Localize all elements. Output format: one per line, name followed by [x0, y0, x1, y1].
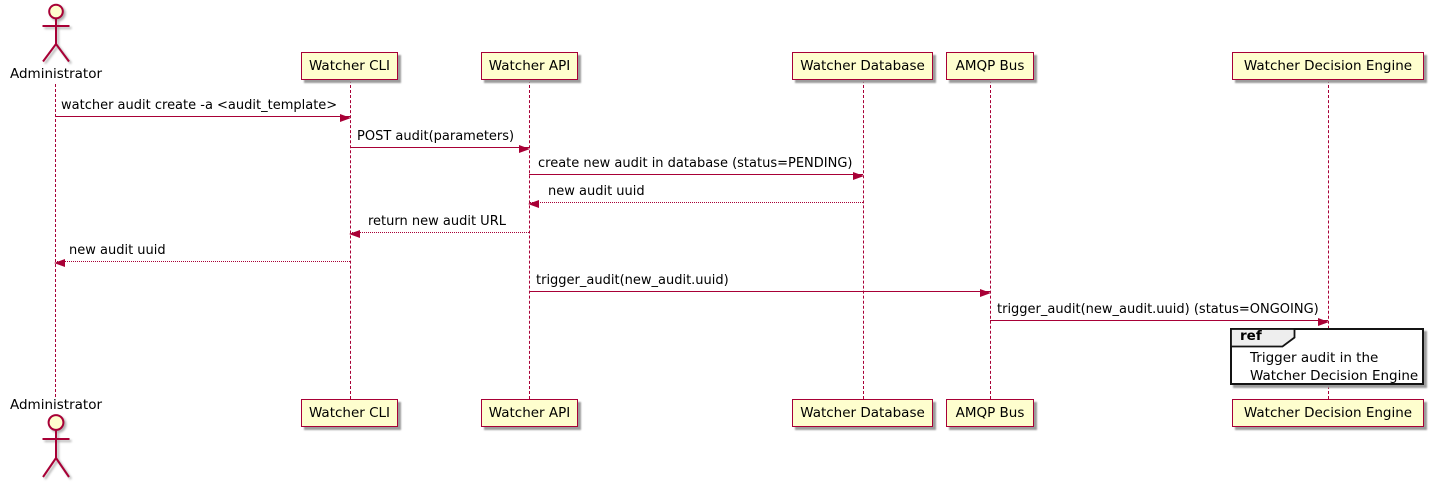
ref-fragment: ref Trigger audit in the Watcher Decisio…	[1230, 328, 1424, 385]
message-line	[529, 202, 863, 203]
arrowhead-icon	[980, 288, 991, 297]
participant-label: Watcher Database	[800, 58, 925, 74]
participant-label: Watcher API	[488, 58, 571, 74]
message-return-audit-url: return new audit URL	[349, 213, 529, 238]
message-label: create new audit in database (status=PEN…	[538, 156, 853, 171]
lifeline-watcher-decision-engine	[1328, 80, 1329, 399]
message-audit-create: watcher audit create -a <audit_template>	[55, 97, 351, 122]
ref-line: Watcher Decision Engine	[1250, 368, 1419, 384]
lifeline-amqp-bus	[990, 80, 991, 399]
participant-label: Watcher API	[488, 405, 571, 421]
participant-top-watcher-api: Watcher API	[481, 52, 578, 80]
participant-label: Watcher Decision Engine	[1243, 58, 1413, 74]
message-trigger-audit-ongoing: trigger_audit(new_audit.uuid) (status=ON…	[990, 301, 1329, 326]
ref-header-pentagon-icon	[1230, 328, 1296, 348]
message-line	[55, 116, 350, 117]
message-trigger-audit: trigger_audit(new_audit.uuid)	[529, 272, 991, 297]
message-line	[990, 320, 1328, 321]
lifeline-watcher-cli	[350, 80, 351, 399]
message-label: new audit uuid	[69, 243, 166, 258]
message-line	[529, 291, 990, 292]
ref-keyword: ref	[1240, 328, 1262, 344]
participant-label: Watcher CLI	[308, 405, 391, 421]
participant-label: AMQP Bus	[955, 405, 1025, 421]
message-label: trigger_audit(new_audit.uuid)	[536, 273, 729, 288]
arrowhead-icon	[528, 199, 539, 208]
participant-top-amqp-bus: AMQP Bus	[946, 52, 1034, 80]
ref-header: ref	[1230, 328, 1297, 348]
participant-top-watcher-decision-engine: Watcher Decision Engine	[1232, 52, 1424, 80]
message-new-audit-uuid-return: new audit uuid	[528, 183, 863, 208]
message-label: POST audit(parameters)	[357, 129, 515, 144]
arrowhead-icon	[1318, 317, 1329, 326]
message-label: return new audit URL	[368, 214, 506, 229]
lifeline-watcher-database	[863, 80, 864, 399]
participant-bottom-amqp-bus: AMQP Bus	[946, 399, 1034, 427]
message-line	[350, 232, 529, 233]
message-line	[55, 261, 350, 262]
participant-label: AMQP Bus	[955, 58, 1025, 74]
actor-icon	[42, 3, 70, 63]
actor-icon	[42, 414, 70, 478]
participant-bottom-watcher-cli: Watcher CLI	[301, 399, 398, 427]
arrowhead-icon	[853, 171, 864, 180]
message-create-audit-db: create new audit in database (status=PEN…	[529, 155, 864, 180]
message-label: watcher audit create -a <audit_template>	[61, 98, 338, 113]
lifeline-administrator	[55, 84, 56, 397]
participant-top-administrator: Administrator	[9, 66, 103, 82]
ref-line: Trigger audit in the	[1250, 350, 1379, 366]
message-post-audit: POST audit(parameters)	[350, 128, 530, 153]
participant-label: Watcher Database	[800, 405, 925, 421]
participant-bottom-watcher-api: Watcher API	[481, 399, 578, 427]
message-label: new audit uuid	[548, 184, 645, 199]
message-label: trigger_audit(new_audit.uuid) (status=ON…	[997, 302, 1319, 317]
arrowhead-icon	[349, 229, 360, 238]
participant-top-watcher-database: Watcher Database	[792, 52, 933, 80]
arrowhead-icon	[340, 113, 351, 122]
participant-label: Watcher Decision Engine	[1243, 405, 1413, 421]
message-new-audit-uuid-to-admin: new audit uuid	[54, 242, 350, 267]
ref-body: Trigger audit in the Watcher Decision En…	[1250, 349, 1418, 385]
message-line	[529, 174, 863, 175]
participant-bottom-watcher-database: Watcher Database	[792, 399, 933, 427]
participant-top-watcher-cli: Watcher CLI	[301, 52, 398, 80]
participant-label: Watcher CLI	[308, 58, 391, 74]
message-line	[350, 147, 529, 148]
arrowhead-icon	[519, 144, 530, 153]
arrowhead-icon	[54, 258, 65, 267]
participant-bottom-watcher-decision-engine: Watcher Decision Engine	[1232, 399, 1424, 427]
lifeline-watcher-api	[529, 80, 530, 399]
participant-bottom-administrator: Administrator	[9, 397, 103, 413]
